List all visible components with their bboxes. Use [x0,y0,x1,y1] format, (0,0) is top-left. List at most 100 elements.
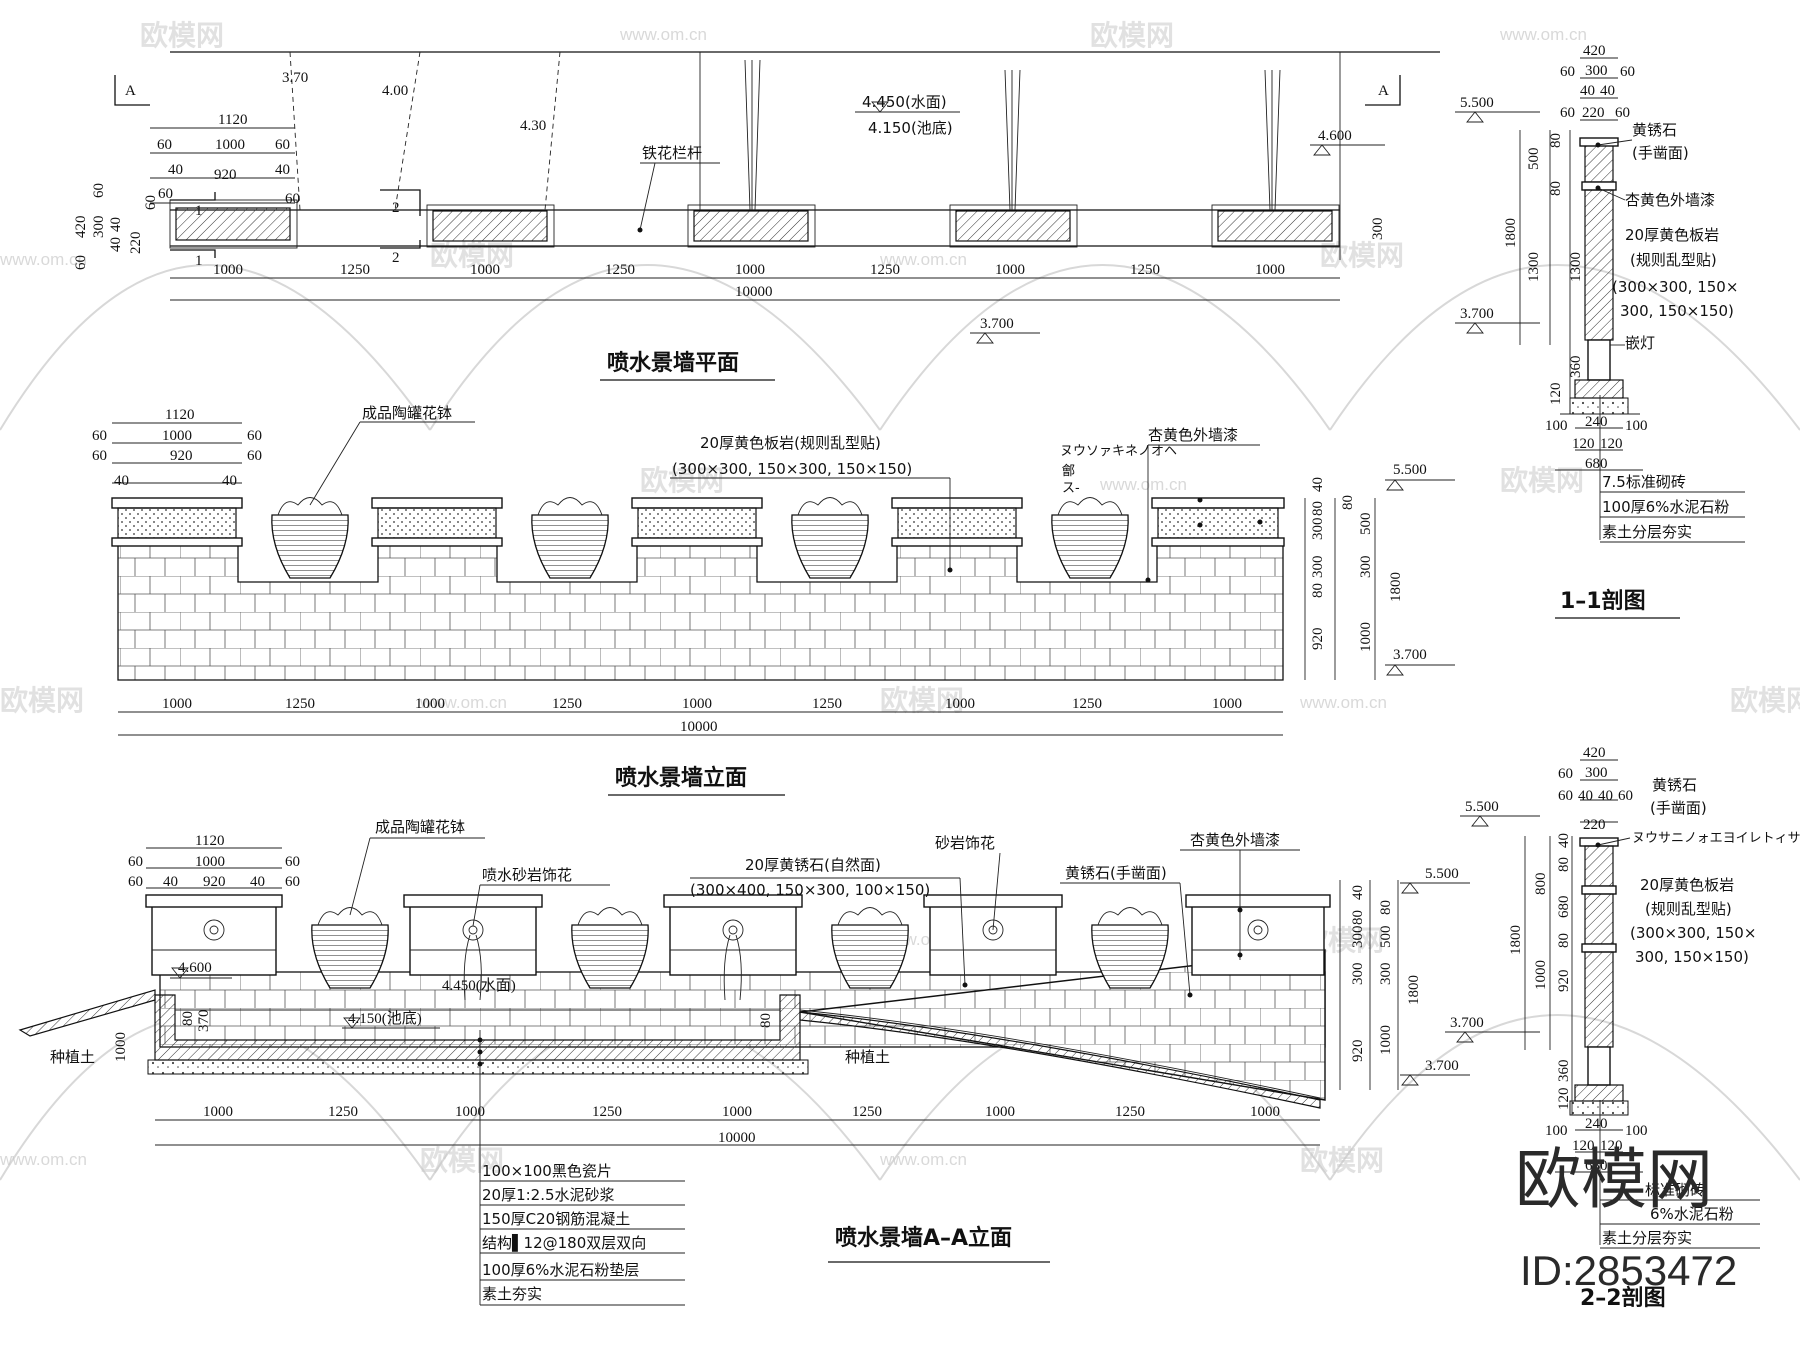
svg-text:1300: 1300 [1526,252,1542,282]
aa-layer-list: 100×100黑色瓷片 20厚1:2.5水泥砂浆 150厚C20钢筋混凝土 结构… [480,1162,685,1306]
elev-dim-920: 920 [170,448,193,464]
svg-text:100: 100 [1545,1123,1568,1139]
elev-label-paint: 杏黄色外墙漆 [1148,426,1238,444]
svg-text:欧模网: 欧模网 [1500,464,1584,497]
svg-text:欧模网: 欧模网 [640,464,724,497]
plan-bottom-dims: 1000 1250 1000 1250 1000 1250 1000 1250 … [213,262,1285,278]
plan-side-40b: 40 [108,217,124,232]
svg-text:120: 120 [1548,383,1564,406]
svg-text:1800: 1800 [1503,218,1519,248]
svg-text:1250: 1250 [870,262,900,278]
svg-text:1000: 1000 [470,262,500,278]
aa-label-chiseled: 黄锈石(手凿面) [1065,864,1167,882]
svg-text:40: 40 [1598,788,1613,804]
elev-level-5500: 5.500 [1393,462,1427,478]
svg-text:1250: 1250 [812,696,842,712]
svg-text:1800: 1800 [1388,572,1404,602]
svg-text:1000: 1000 [455,1104,485,1120]
svg-text:欧模网: 欧模网 [1300,1144,1384,1177]
plan-dim-60d: 60 [285,191,300,207]
svg-text:60: 60 [1618,788,1633,804]
svg-text:www.om.cn: www.om.cn [0,250,87,269]
svg-text:欧模网: 欧模网 [880,684,964,717]
svg-text:300, 150×150): 300, 150×150) [1620,302,1734,320]
section-2-2: 420 300 60 60 40 40 60 220 5.500 3.700 4… [1445,745,1800,1311]
svg-text:(规则乱型贴): (规则乱型贴) [1630,251,1717,269]
svg-text:300: 300 [1585,765,1608,781]
svg-text:120: 120 [1556,1088,1572,1111]
pot-3 [791,514,869,579]
plan-side-300-right: 300 [1370,218,1386,241]
svg-text:360: 360 [1568,356,1584,379]
svg-text:40: 40 [1350,885,1366,900]
svg-text:1000: 1000 [213,262,243,278]
aa-level-4600: 4.600 [178,960,212,976]
plan-side-420: 420 [73,216,89,239]
section-mark-a-left: A [125,83,136,99]
elev-garbled-2: 鄶 [1062,464,1075,479]
svg-text:嵌灯: 嵌灯 [1625,334,1655,352]
svg-text:杏黄色外墙漆: 杏黄色外墙漆 [1625,191,1715,209]
aa-label-sandstone: 砂岩饰花 [935,834,995,852]
plan-dim-920: 920 [214,167,237,183]
s11-title: 1–1剖图 [1560,588,1646,614]
svg-text:920: 920 [1350,1040,1366,1063]
svg-text:20厚黄色板岩: 20厚黄色板岩 [1640,876,1734,894]
section-mark-1-top: 1 [195,203,203,219]
aa-level-3700: 3.700 [1425,1058,1459,1074]
svg-text:360: 360 [1556,1060,1572,1083]
svg-text:680: 680 [1556,896,1572,919]
aa-elevation-view: 成品陶罐花钵 喷水砂岩饰花 20厚黄锈石(自然面) (300×400, 150×… [18,818,1470,1306]
svg-text:80: 80 [1310,583,1326,598]
aa-total-dim: 10000 [718,1130,756,1146]
aa-level-water: 4.450(水面) [442,977,516,994]
svg-text:(手凿面): (手凿面) [1632,144,1689,162]
svg-text:240: 240 [1585,1116,1608,1132]
aa-level-5500: 5.500 [1425,866,1459,882]
svg-text:370: 370 [196,1010,212,1033]
svg-text:1000: 1000 [162,696,192,712]
elevation-view: 成品陶罐花钵 20厚黄色板岩(规则乱型贴) (300×300, 150×300,… [92,404,1455,796]
svg-text:80: 80 [1340,495,1356,510]
plan-level-430: 4.30 [520,118,546,134]
aa-level-bottom: 4.150(池底) [348,1010,422,1027]
plan-dim-60c: 60 [158,186,173,202]
svg-text:欧模网: 欧模网 [1320,239,1404,272]
svg-text:1000: 1000 [945,696,975,712]
section-mark-2-top: 2 [392,200,400,216]
svg-text:1000: 1000 [203,1104,233,1120]
brand-watermark: 欧模网 ID:2853472 [1515,1141,1737,1294]
svg-text:60: 60 [1558,788,1573,804]
s22-title: 2–2剖图 [1580,1285,1666,1311]
aa-label-soil-left: 种植土 [50,1048,95,1066]
svg-text:100: 100 [1625,1123,1648,1139]
svg-text:(规则乱型贴): (规则乱型贴) [1645,900,1732,918]
aa-dim-60a: 60 [128,854,143,870]
aa-label-pot: 成品陶罐花钵 [375,818,465,836]
plan-level-4600: 4.600 [1318,128,1352,144]
svg-text:欧模网: 欧模网 [140,19,224,52]
plan-label-rail: 铁花栏杆 [642,144,702,162]
svg-text:80: 80 [1378,900,1394,915]
svg-text:欧模网: 欧模网 [1730,684,1800,717]
elev-dim-60d: 60 [247,448,262,464]
svg-text:300: 300 [1310,518,1326,541]
svg-text:60: 60 [1560,105,1575,121]
svg-text:40: 40 [1578,788,1593,804]
svg-text:欧模网: 欧模网 [420,1144,504,1177]
section-1-1: 420 300 60 60 40 40 60 220 60 5.500 3.70… [1455,43,1745,619]
svg-text:1000: 1000 [735,262,765,278]
svg-text:800: 800 [1533,873,1549,896]
aa-label-spray: 喷水砂岩饰花 [482,866,572,884]
elev-dim-40a: 40 [114,473,129,489]
elev-label-slate: 20厚黄色板岩(规则乱型贴) [700,434,881,452]
aa-label-yellowstone: 20厚黄锈石(自然面) [745,856,881,874]
svg-text:素土分层夯实: 素土分层夯实 [1602,1229,1692,1247]
pot-2 [531,514,609,579]
aa-label-yellowstone-sizes: (300×400, 150×300, 100×150) [690,881,930,899]
svg-text:500: 500 [1378,926,1394,949]
plan-dim-40b: 40 [275,162,290,178]
plan-total-dim: 10000 [735,284,773,300]
plan-level-water: 4.450(水面) [862,93,947,111]
svg-text:欧模网: 欧模网 [0,684,84,717]
